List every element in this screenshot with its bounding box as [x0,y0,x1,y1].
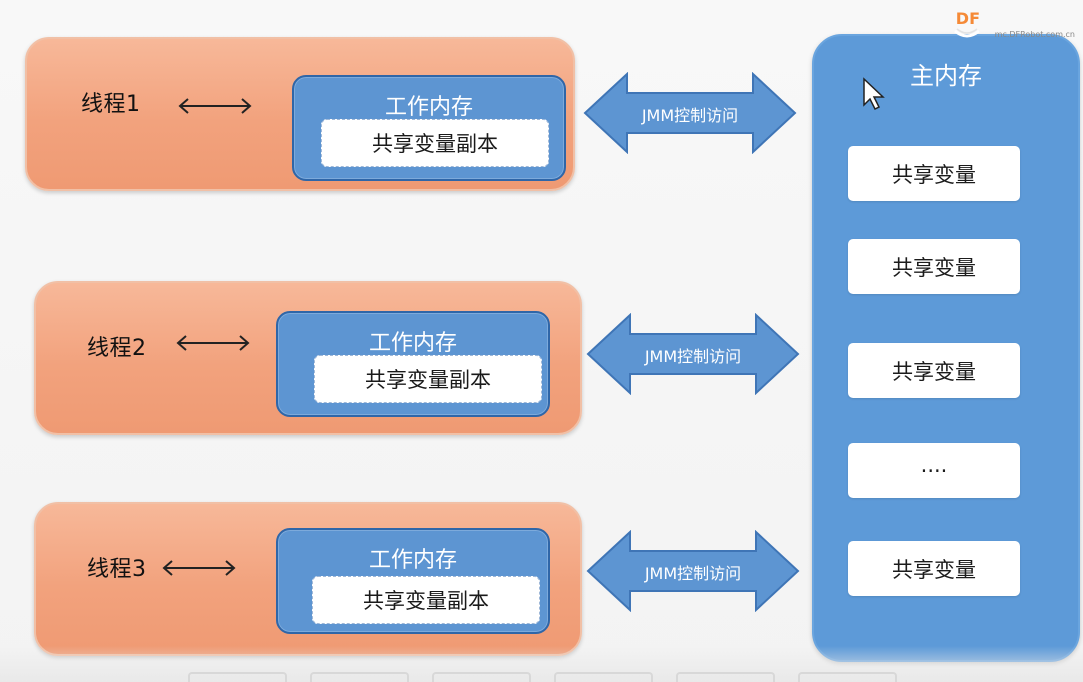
thread-2-shared-variable-copy: 共享变量副本 [314,355,542,403]
bottom-control-1 [188,672,287,682]
thread-3-work-memory: 工作内存 共享变量副本 [276,528,550,634]
dfrobot-url-text: mc.DFRobot.com.cn [994,30,1075,39]
thread-1-label: 线程1 [81,92,141,117]
shared-variable-2: 共享变量 [848,239,1020,294]
thread-1-box: 线程1 工作内存 共享变量副本 [25,37,575,191]
shared-variable-label: 共享变量 [892,359,976,384]
thread-2-box: 线程2 工作内存 共享变量副本 [34,281,582,435]
thread-1-double-arrow-icon [178,98,252,114]
shared-variable-label: 共享变量 [892,162,976,187]
jmm-access-label-2: JMM控制访问 [644,347,742,366]
main-memory-title: 主内存 [910,62,982,90]
dfrobot-logo-icon [954,28,980,38]
thread-2-double-arrow-icon [176,335,250,351]
thread-3-shared-variable-copy-label: 共享变量副本 [363,589,489,613]
video-bottom-band [0,646,1083,682]
thread-3-work-memory-title: 工作内存 [368,548,457,573]
main-memory-box: 主内存 共享变量 共享变量 共享变量 ···· 共享变量 [812,34,1080,662]
dfrobot-brand-text: DF [955,9,980,28]
thread-1-shared-variable-copy-label: 共享变量副本 [372,132,498,156]
thread-3-shared-variable-copy: 共享变量副本 [312,576,540,624]
thread-1-work-memory-title: 工作内存 [384,95,473,120]
jmm-double-arrow-icon [586,312,800,396]
bottom-control-4 [554,672,653,682]
thread-1-work-memory: 工作内存 共享变量副本 [292,75,566,181]
thread-3-box: 线程3 工作内存 共享变量副本 [34,502,582,656]
shared-variable-ellipsis: ···· [848,443,1020,498]
thread-2-label: 线程2 [87,336,147,361]
thread-3-label: 线程3 [87,557,147,582]
jmm-access-arrow-3: JMM控制访问 [586,529,800,613]
shared-variable-label: 共享变量 [892,557,976,582]
bottom-control-3 [432,672,531,682]
shared-variable-3: 共享变量 [848,343,1020,398]
thread-3-double-arrow-icon [162,560,236,576]
jmm-access-arrow-2: JMM控制访问 [586,312,800,396]
mouse-pointer-icon [863,77,885,111]
bottom-control-6 [798,672,897,682]
thread-1-shared-variable-copy: 共享变量副本 [321,119,549,167]
thread-2-work-memory: 工作内存 共享变量副本 [276,311,550,417]
jmm-access-label-1: JMM控制访问 [641,106,739,125]
jmm-access-label-3: JMM控制访问 [644,564,742,583]
dfrobot-watermark: DF mc.DFRobot.com.cn [953,9,1075,45]
bottom-control-5 [676,672,775,682]
bottom-control-2 [310,672,409,682]
jmm-double-arrow-icon [586,529,800,613]
thread-2-shared-variable-copy-label: 共享变量副本 [365,368,491,392]
shared-variable-label: 共享变量 [892,255,976,280]
shared-variable-1: 共享变量 [848,146,1020,201]
jmm-access-arrow-1: JMM控制访问 [583,71,797,155]
shared-variable-ellipsis-label: ···· [920,458,948,483]
jmm-double-arrow-icon [583,71,797,155]
shared-variable-4: 共享变量 [848,541,1020,596]
thread-2-work-memory-title: 工作内存 [368,331,457,356]
